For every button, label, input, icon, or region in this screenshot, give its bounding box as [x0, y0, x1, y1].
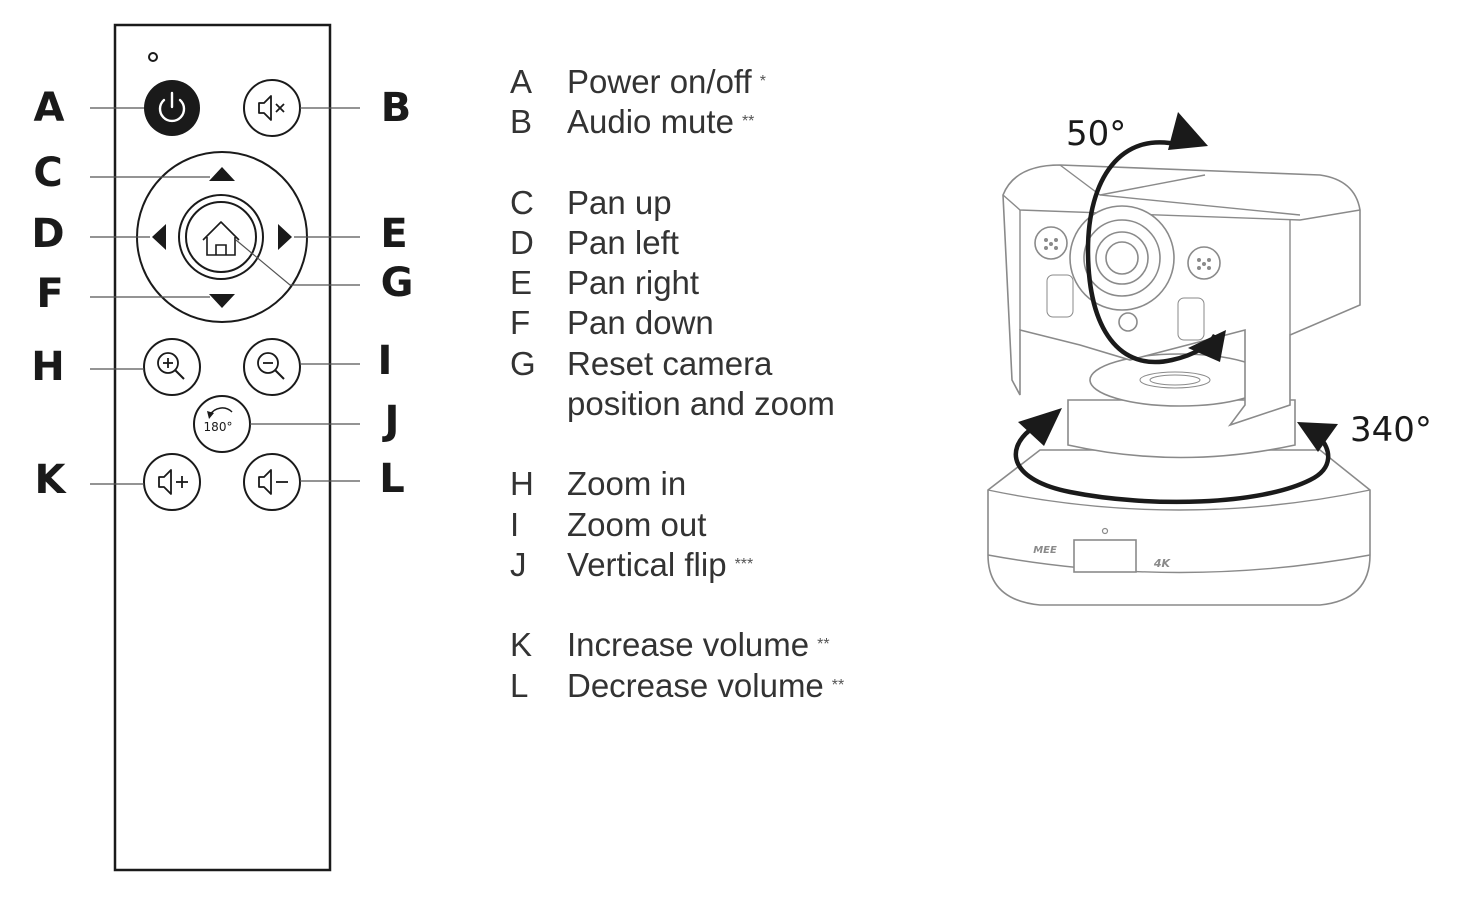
power-button[interactable] [144, 80, 200, 136]
legend-row-j: J Vertical flip *** [510, 545, 930, 585]
tilt-range-label: 50° [1066, 114, 1126, 154]
legend-letter: F [510, 304, 531, 342]
led-indicator [148, 52, 158, 62]
legend-row-b: B Audio mute ** [510, 102, 930, 142]
down-arrow-icon[interactable] [209, 294, 235, 308]
callout-j: J [382, 398, 400, 444]
legend-row-h: H Zoom in [510, 464, 930, 504]
legend-row-g: G Reset camera [510, 344, 930, 384]
legend-text: Audio mute [567, 103, 734, 141]
legend-text: Reset camera [567, 344, 773, 382]
legend-text: position and zoom [567, 385, 835, 423]
legend-text: Vertical flip [567, 545, 727, 583]
camera-mics [1034, 226, 1221, 341]
legend-note: ** [831, 676, 845, 694]
home-icon [202, 221, 240, 256]
legend-row-l: L Decrease volume ** [510, 666, 930, 706]
callout-c: C [33, 150, 62, 196]
zoom-out-icon [257, 352, 285, 380]
volume-down-button[interactable] [243, 453, 301, 511]
zoom-in-button[interactable] [143, 338, 201, 396]
right-arrow-icon[interactable] [278, 224, 292, 250]
button-legend: A Power on/off * B Audio mute ** C Pan u… [510, 62, 930, 706]
legend-text: Increase volume [567, 626, 810, 664]
remote-control: 180° [113, 23, 332, 872]
volume-up-icon [158, 469, 188, 495]
callout-letters: A B C D E F G H I J K L [31, 85, 413, 503]
power-icon [158, 91, 186, 123]
legend-letter: G [510, 344, 536, 382]
legend-note: * [759, 73, 766, 90]
mute-button[interactable] [243, 79, 301, 137]
callout-k: K [35, 457, 68, 503]
callout-e: E [380, 211, 407, 257]
volume-down-icon [258, 469, 288, 495]
camera-lens [1069, 205, 1175, 332]
legend-letter: A [510, 63, 533, 100]
pan-range-label: 340° [1350, 410, 1432, 450]
callout-b: B [381, 85, 412, 131]
legend-letter: E [510, 264, 533, 302]
legend-text: Pan left [567, 223, 679, 261]
callout-h: H [31, 344, 64, 390]
legend-row-d: D Pan left [510, 223, 930, 263]
legend-letter: I [510, 505, 520, 543]
callout-g: G [381, 260, 414, 306]
legend-letter: K [510, 626, 533, 664]
legend-row-k: K Increase volume ** [510, 625, 930, 665]
home-button[interactable] [178, 194, 264, 280]
brand-logo: MEE [1033, 545, 1057, 556]
legend-row-i: I Zoom out [510, 505, 930, 545]
legend-letter: B [510, 103, 533, 141]
mute-icon [258, 95, 285, 121]
legend-row-c: C Pan up [510, 183, 930, 223]
zoom-out-button[interactable] [243, 338, 301, 396]
callout-d: D [31, 211, 64, 257]
legend-text: Pan up [567, 183, 672, 221]
callout-a: A [34, 85, 65, 131]
legend-note: ** [817, 636, 830, 654]
up-arrow-icon[interactable] [209, 167, 235, 181]
legend-letter: L [510, 666, 529, 704]
legend-text: Zoom in [567, 465, 687, 503]
legend-row-e: E Pan right [510, 263, 930, 303]
flip-button-label: 180° [204, 420, 233, 434]
camera-led [1101, 527, 1109, 535]
ptz-camera: MEE 4K [987, 112, 1432, 606]
legend-letter: J [510, 545, 527, 583]
legend-text: Decrease volume [567, 666, 824, 704]
legend-row-f: F Pan down [510, 303, 930, 343]
legend-letter: H [510, 465, 534, 503]
callout-f: F [36, 271, 63, 317]
4k-badge: 4K [1153, 557, 1172, 570]
legend-row-g-continued: position and zoom [510, 384, 930, 424]
pan-arrow [1013, 408, 1338, 505]
camera-display [1073, 539, 1137, 573]
legend-text: Power on/off [567, 63, 752, 100]
legend-note: *** [734, 555, 754, 573]
legend-text: Pan right [567, 264, 700, 302]
legend-row-a: A Power on/off * [510, 62, 930, 102]
legend-note: ** [741, 113, 755, 131]
speaker-grille-base [1139, 371, 1211, 389]
callout-i: I [378, 338, 393, 384]
callout-l: L [379, 456, 405, 502]
legend-text: Pan down [567, 304, 714, 342]
legend-text: Zoom out [567, 505, 707, 543]
volume-up-button[interactable] [143, 453, 201, 511]
legend-letter: D [510, 223, 534, 261]
leader-lines [90, 107, 360, 485]
legend-letter: C [510, 183, 534, 221]
left-arrow-icon[interactable] [152, 224, 166, 250]
zoom-in-icon [157, 352, 185, 380]
tilt-arrow [1085, 112, 1226, 365]
flip-button[interactable]: 180° [193, 395, 251, 453]
